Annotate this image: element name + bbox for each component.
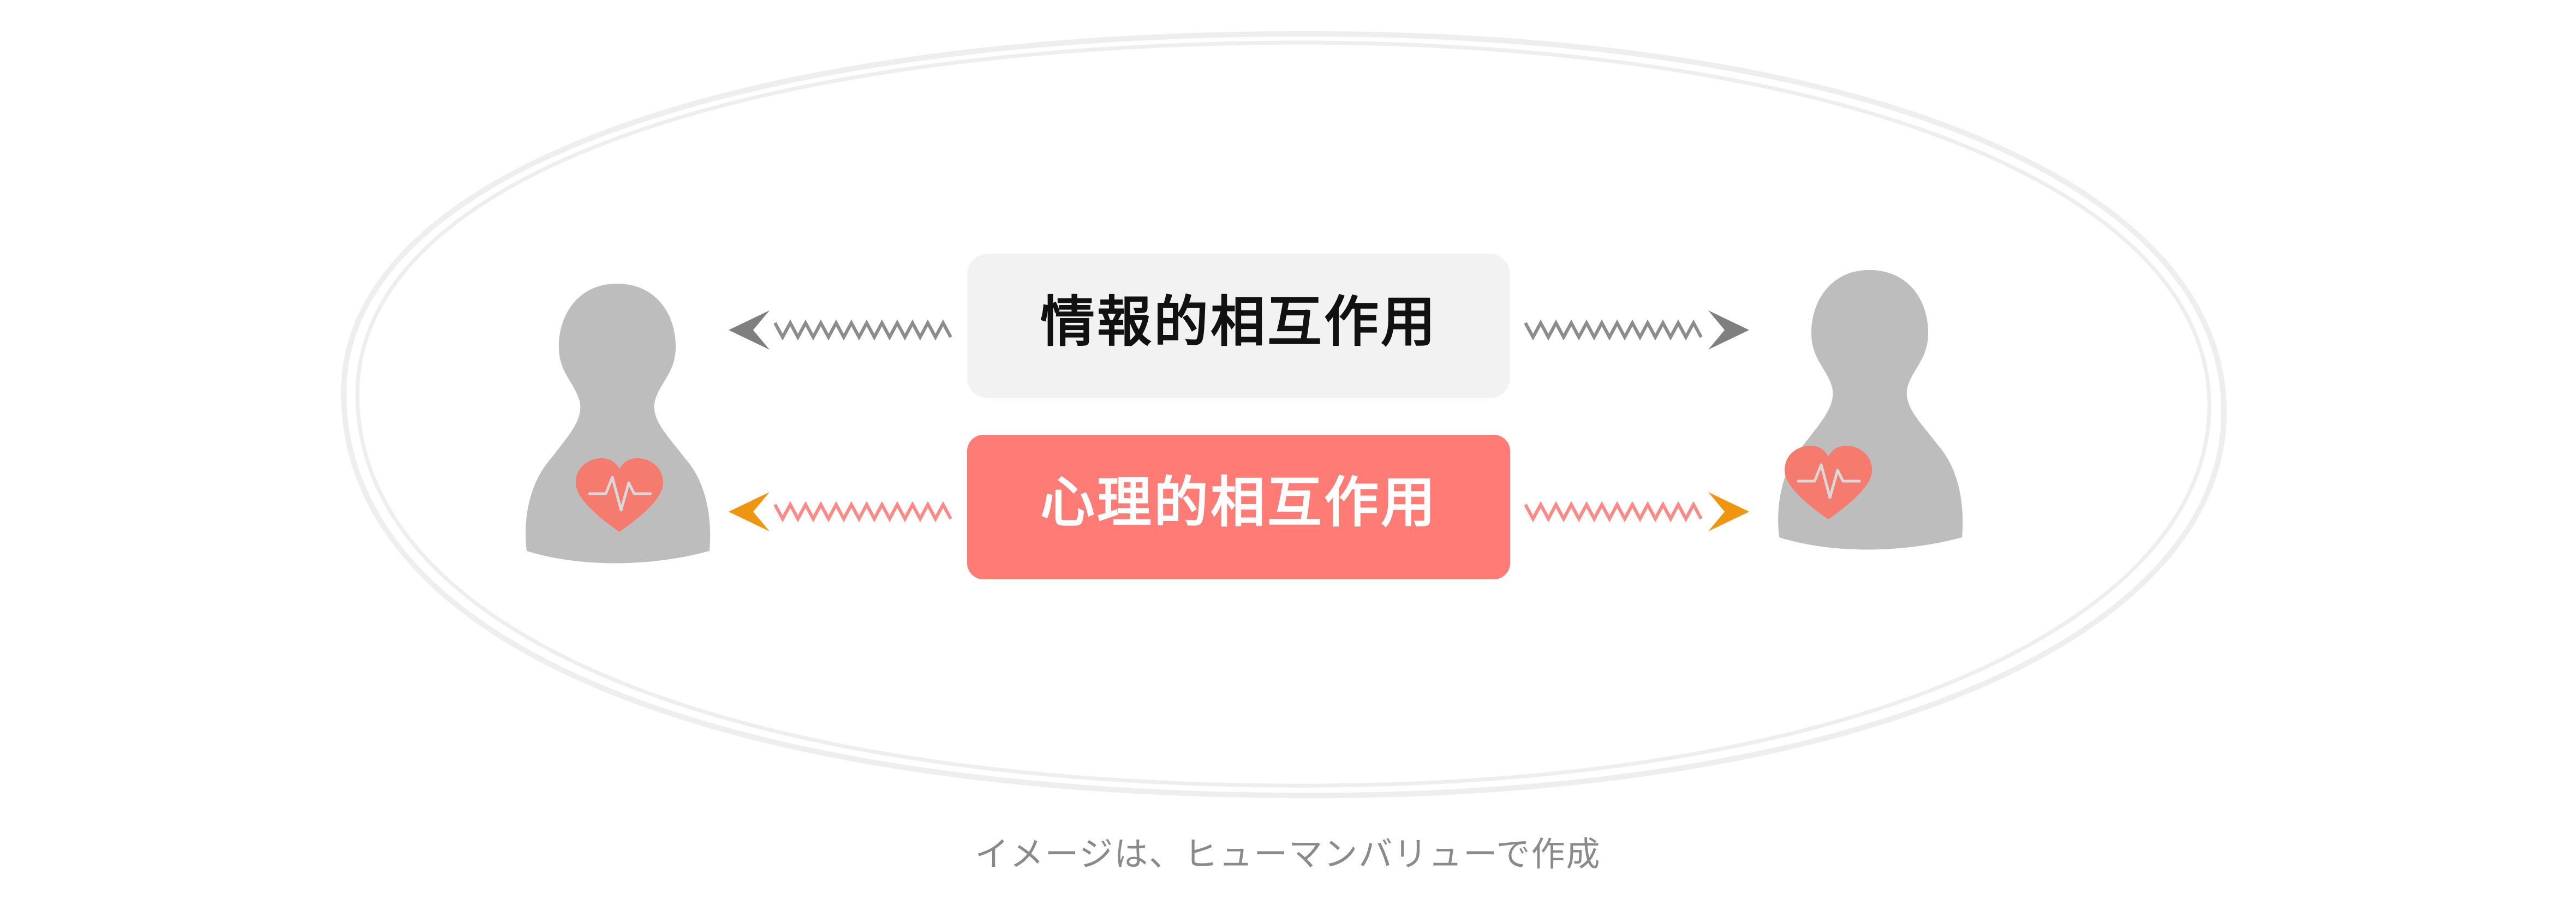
- psych-zigzag-right: [1524, 501, 1703, 523]
- psych-arrowhead-right: [1708, 492, 1749, 531]
- person-icon-left: [526, 284, 711, 564]
- caption: イメージは、ヒューマンバリューで作成: [975, 834, 1601, 874]
- psychological-interaction-label: 心理的相互作用: [1040, 470, 1438, 534]
- info-arrow-left: [729, 310, 952, 350]
- psych-zigzag-left: [773, 501, 952, 523]
- info-arrowhead-left: [729, 310, 770, 350]
- heart-icon: [1785, 446, 1872, 519]
- psych-arrow-left: [729, 492, 952, 531]
- psych-arrowhead-left: [729, 492, 770, 531]
- outer-ellipse: [341, 31, 2227, 799]
- information-interaction: 情報的相互作用: [967, 254, 1510, 398]
- person-icon-right: [1778, 270, 1963, 550]
- psych-arrow-right: [1524, 492, 1749, 531]
- info-arrow-right: [1524, 310, 1749, 350]
- psychological-interaction: 心理的相互作用: [967, 435, 1510, 579]
- information-interaction-label: 情報的相互作用: [1040, 290, 1438, 353]
- info-arrowhead-right: [1708, 310, 1749, 350]
- information-interaction-box: [967, 254, 1510, 398]
- heart-icon: [576, 458, 663, 532]
- info-zigzag-left: [773, 319, 952, 341]
- info-zigzag-right: [1524, 319, 1703, 341]
- psychological-interaction-box: [967, 435, 1510, 579]
